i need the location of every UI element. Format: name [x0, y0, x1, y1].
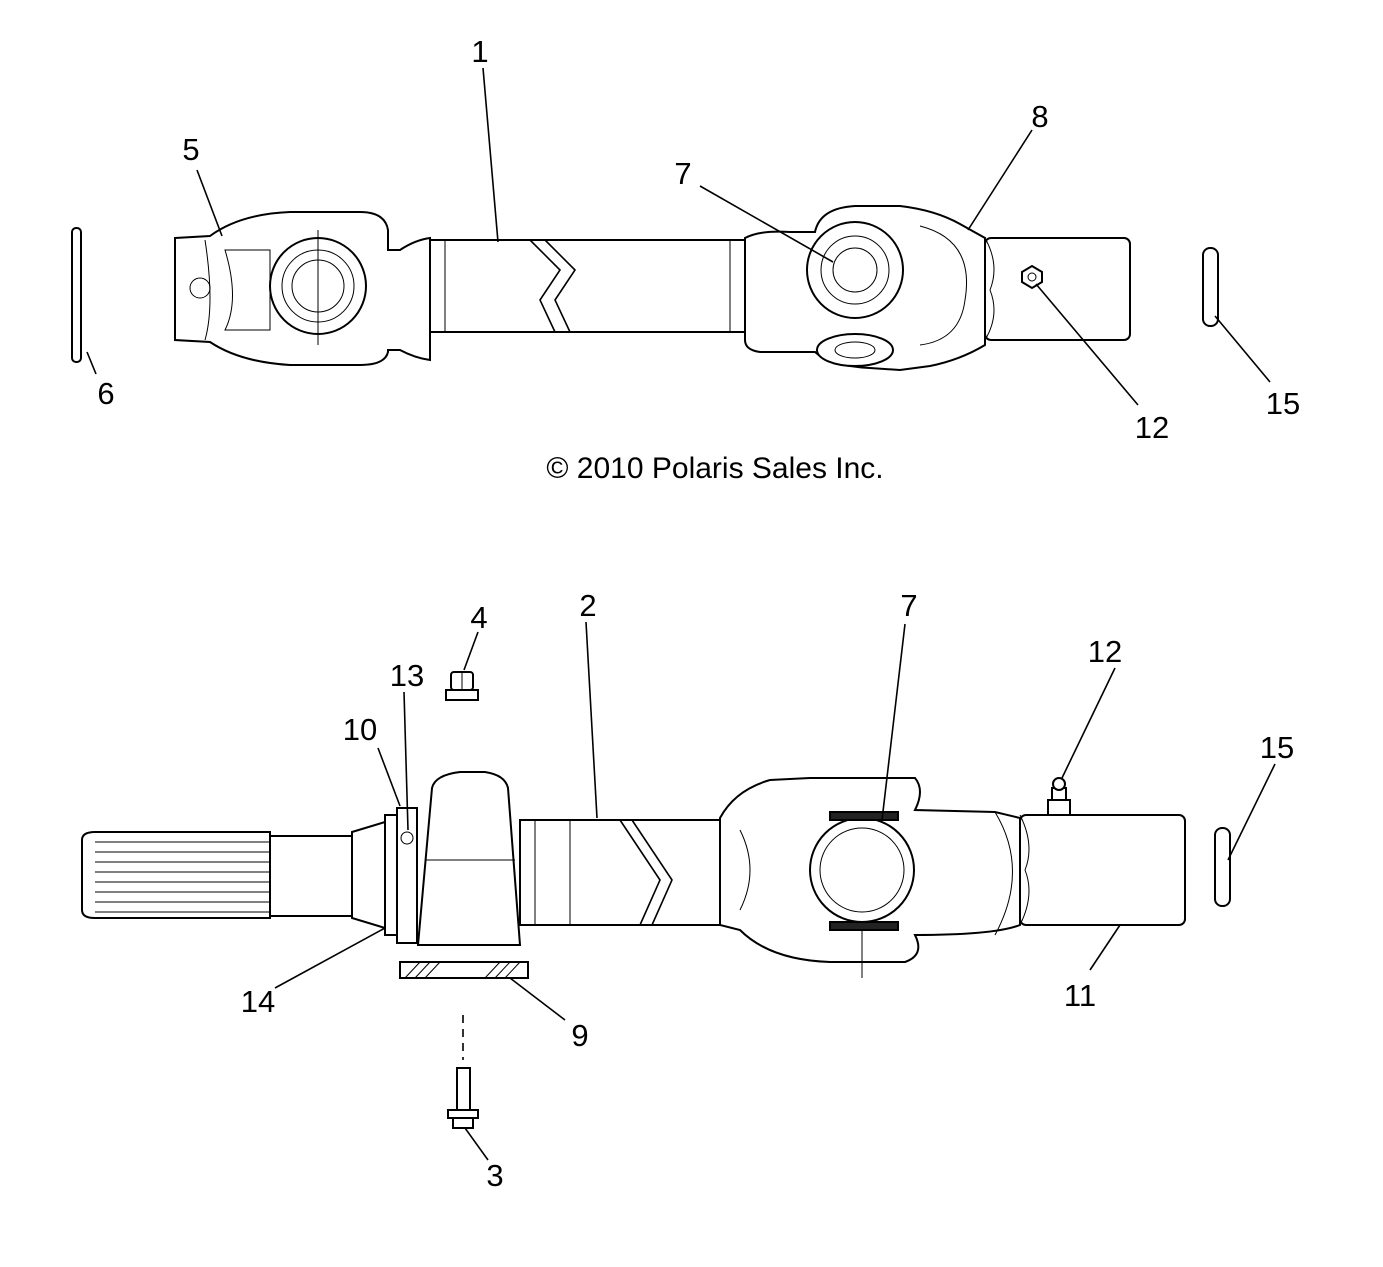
grease-fitting-part-bottom: [1047, 799, 1071, 816]
rear-prop-shaft-tube: [519, 819, 721, 926]
callout-12-bottom: 12: [1088, 634, 1122, 669]
leader-line-12-bottom: [1061, 667, 1116, 779]
callout-6: 6: [97, 376, 114, 411]
callout-15-top: 15: [1266, 386, 1300, 421]
leader-line-11: [1089, 924, 1121, 971]
leader-line-1: [482, 67, 499, 243]
leader-line-7-top: [699, 185, 834, 263]
callout-10: 10: [343, 712, 377, 747]
roll-pin-part: [71, 227, 82, 363]
callout-13: 13: [390, 658, 424, 693]
leader-line-9: [509, 977, 566, 1021]
flange-bolt-part: [447, 1015, 479, 1129]
callout-9: 9: [571, 1018, 588, 1053]
leader-line-4: [463, 631, 479, 671]
top-driveshaft-assembly: 1 5 6 7 8 12 15: [71, 34, 1300, 445]
leader-line-5: [196, 169, 223, 237]
rear-bearing-cap: [809, 817, 915, 923]
callout-14: 14: [241, 984, 275, 1019]
stub-shaft: [269, 835, 353, 917]
callout-12-top: 12: [1135, 410, 1169, 445]
leader-line-15-top: [1214, 315, 1271, 383]
leader-line-6: [86, 351, 97, 375]
callout-11: 11: [1064, 978, 1096, 1013]
leader-line-12-top: [1035, 283, 1139, 406]
callout-7-top: 7: [674, 156, 691, 191]
callout-5: 5: [182, 132, 199, 167]
slip-yoke-tube: [984, 237, 1131, 341]
callout-1: 1: [471, 34, 488, 69]
leader-line-14: [274, 927, 386, 989]
bearing-race: [396, 807, 418, 944]
retaining-ring-part: [1202, 247, 1219, 327]
leader-line-15-bottom: [1227, 763, 1276, 861]
grease-fitting-part: [1021, 264, 1043, 290]
leader-line-2: [585, 621, 598, 819]
callout-15-bottom: 15: [1260, 730, 1294, 765]
retaining-ring-part-bottom: [1214, 827, 1231, 907]
flange-nut-part: [445, 671, 479, 701]
bottom-driveshaft-assembly: 2 3 4 7 9 10 11 12 13 14 15: [81, 588, 1294, 1193]
leader-line-10: [377, 747, 401, 807]
leader-line-3: [464, 1127, 489, 1161]
callout-4: 4: [470, 600, 487, 635]
bearing-mount-plate: [399, 961, 529, 979]
callout-3: 3: [486, 1158, 503, 1193]
callout-2: 2: [579, 588, 596, 623]
callout-8: 8: [1031, 99, 1048, 134]
carrier-bearing-housing: [416, 771, 522, 946]
callout-7-bottom: 7: [900, 588, 917, 623]
leader-line-13: [403, 691, 409, 831]
splined-shaft-end: [81, 831, 271, 919]
front-prop-shaft-tube: [429, 239, 751, 333]
leader-line-7-bottom: [881, 623, 906, 821]
copyright-text: © 2010 Polaris Sales Inc.: [546, 452, 883, 485]
leader-line-8: [967, 129, 1033, 231]
rear-slip-yoke-tube: [1019, 814, 1186, 926]
